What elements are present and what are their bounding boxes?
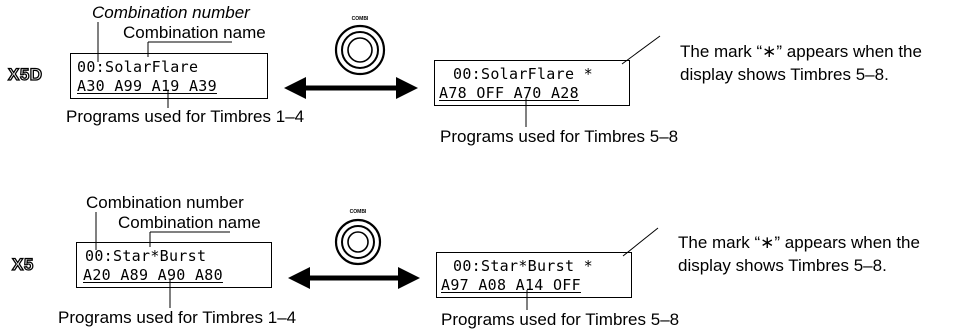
lcd-line-programs: A30 A99 A19 A39 xyxy=(77,77,217,95)
combination-number-label: Combination number xyxy=(92,3,250,22)
asterisk-note-line-2: display shows Timbres 5–8. xyxy=(678,256,887,275)
lcd-display-timbres-5-8: 00:SolarFlare * A78 OFF A70 A28 xyxy=(434,60,630,106)
double-arrow-icon xyxy=(288,267,420,289)
lcd-line-combination: 00:Star*Burst xyxy=(85,247,207,265)
combination-number-label: Combination number xyxy=(86,193,244,212)
combination-name-label: Combination name xyxy=(118,213,261,232)
combi-button-icon: COMBI xyxy=(334,209,382,266)
lcd-line-programs: A78 OFF A70 A28 xyxy=(439,84,579,102)
asterisk-note-line-2: display shows Timbres 5–8. xyxy=(680,65,889,84)
combination-name-label: Combination name xyxy=(123,23,266,42)
leader-lines-row-1 xyxy=(97,22,661,127)
lcd-line-combination: 00:Star*Burst * xyxy=(453,257,593,275)
model-label: X5D xyxy=(7,64,43,84)
lcd-line-programs: A20 A89 A90 A80 xyxy=(83,266,223,284)
double-arrow-icon xyxy=(284,77,418,99)
caption-timbres-5-8: Programs used for Timbres 5–8 xyxy=(440,127,679,146)
caption-timbres-1-4: Programs used for Timbres 1–4 xyxy=(66,107,305,126)
combi-button-label: COMBI xyxy=(352,16,369,22)
lcd-display-timbres-1-4: 00:SolarFlare A30 A99 A19 A39 xyxy=(70,53,268,99)
lcd-line-combination: 00:SolarFlare xyxy=(77,58,199,76)
leader-lines-row-2 xyxy=(95,212,659,310)
lcd-display-timbres-1-4: 00:Star*Burst A20 A89 A90 A80 xyxy=(76,242,272,288)
caption-timbres-5-8: Programs used for Timbres 5–8 xyxy=(441,310,680,329)
lcd-display-timbres-5-8: 00:Star*Burst * A97 A08 A14 OFF xyxy=(436,252,632,298)
asterisk-note-line-1: The mark “∗” appears when the xyxy=(678,233,920,252)
asterisk-note-line-1: The mark “∗” appears when the xyxy=(680,42,922,61)
lcd-line-programs: A97 A08 A14 OFF xyxy=(441,276,581,294)
combi-button-icon: COMBI xyxy=(334,16,386,76)
model-label: X5 xyxy=(11,254,34,274)
combi-button-label: COMBI xyxy=(350,209,367,215)
lcd-line-combination: 00:SolarFlare * xyxy=(453,65,593,83)
caption-timbres-1-4: Programs used for Timbres 1–4 xyxy=(58,308,297,327)
